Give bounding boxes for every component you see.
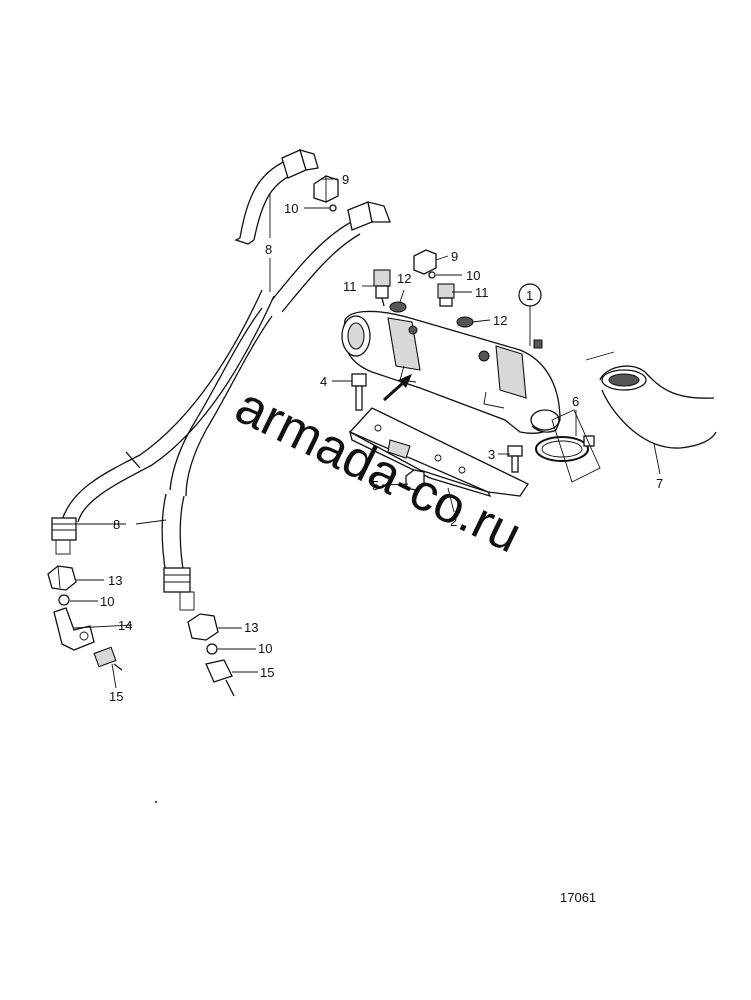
callout-13b: 13 [244,620,258,635]
o-ring-12-right [456,316,474,328]
callout-6: 6 [572,394,579,409]
nut-13-right [187,613,219,641]
hose-clamp [535,435,595,462]
washer-10-b [428,271,436,279]
callout-5: 5 [372,478,379,493]
washer-10-c [58,594,70,606]
callout-4: 4 [320,374,327,389]
callout-10a: 10 [284,201,298,216]
nut-9-lower [413,249,437,275]
coolant-hose [599,365,717,449]
callout-8a: 8 [265,242,272,257]
washer-10-a [329,204,337,212]
callout-10c: 10 [100,594,114,609]
callout-15a: 15 [109,689,123,704]
direction-arrow [382,374,412,402]
nut-9-upper [313,175,339,203]
hose-fitting-bottom-left [51,517,77,555]
callout-12b: 12 [493,313,507,328]
callout-11a: 11 [343,279,357,294]
bolt-4 [351,373,367,411]
nipple-11-right [437,283,455,307]
callout-15b: 15 [260,665,274,680]
callout-2: 2 [450,514,457,529]
callout-11b: 11 [475,285,489,300]
callout-1: 1 [526,288,533,303]
hose-fitting-bottom-right [163,567,195,611]
callout-8b: 8 [113,517,120,532]
o-ring-12-left [389,301,407,313]
oil-cooler [341,310,561,434]
hose-left [61,157,299,523]
callout-labels: 9 10 8 9 10 11 12 11 12 1 4 6 3 5 7 2 8 … [100,172,663,704]
callout-3: 3 [488,447,495,462]
nut-13-left [47,565,77,591]
hose-fitting-top-left [281,149,319,179]
elbow-14 [53,607,95,651]
callout-7: 7 [656,476,663,491]
washer-10-d [206,643,218,655]
drawing-number: 17061 [560,890,596,905]
callout-9b: 9 [451,249,458,264]
callout-12a: 12 [397,271,411,286]
callout-1-circled: 1 [518,283,542,307]
hose-right [161,219,361,576]
callout-10d: 10 [258,641,272,656]
leader-lines [70,178,661,689]
hose-fitting-top-right [347,201,391,231]
callout-13a: 13 [108,573,122,588]
bracket [348,407,529,498]
nipple-11-left [373,269,391,307]
callout-10b: 10 [466,268,480,283]
bolt-3 [507,445,523,473]
sensor-15-right [205,659,235,697]
callout-14: 14 [118,618,132,633]
callout-box-6 [551,351,615,483]
nut-5 [405,469,425,491]
sensor-15-left [93,646,123,671]
callout-9a: 9 [342,172,349,187]
speck-mark [154,800,158,804]
